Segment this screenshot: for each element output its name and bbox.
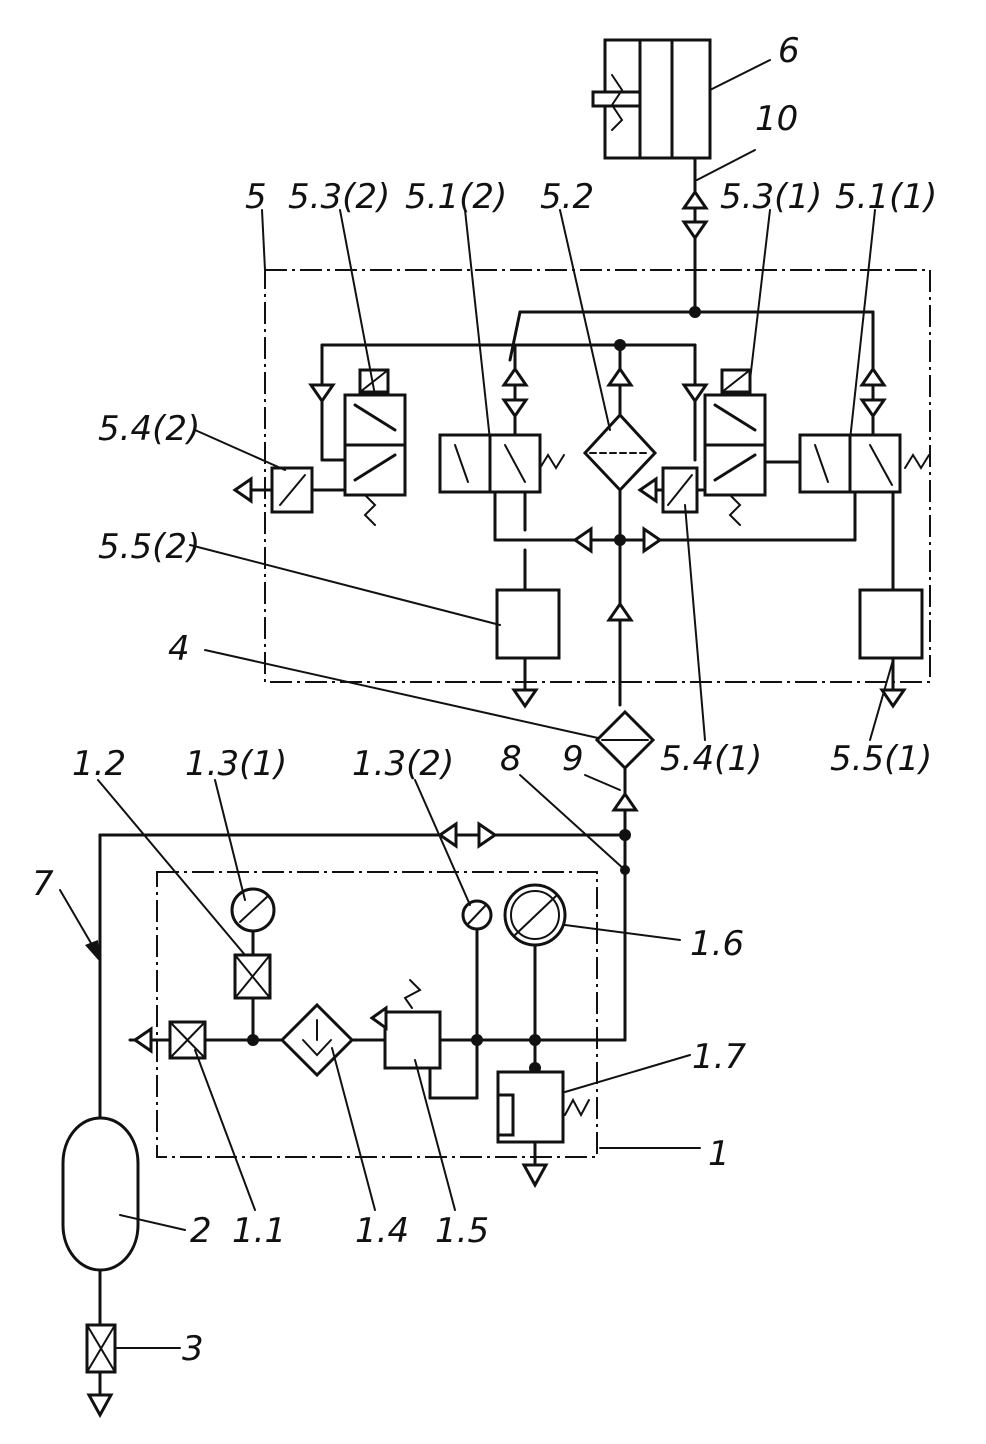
label-9: 9: [562, 739, 584, 779]
unit-1-boundary: [156, 871, 598, 1158]
label-1-5: 1.5: [435, 1211, 489, 1251]
label-5-3-1: 5.3(1): [720, 177, 822, 217]
label-8: 8: [500, 739, 522, 779]
gauge-1-3-1: [230, 887, 276, 933]
label-1-7: 1.7: [692, 1037, 746, 1077]
label-4: 4: [168, 629, 190, 669]
silencer-5-5-2: [495, 588, 561, 709]
valve-5-3-1: [703, 368, 767, 526]
label-5-1-1: 5.1(1): [835, 177, 937, 217]
valve-1-2: [233, 953, 272, 1000]
unit-5-boundary: [264, 269, 931, 683]
label-1-2: 1.2: [72, 744, 126, 784]
label-5-2: 5.2: [540, 177, 594, 217]
label-1-3-1: 1.3(1): [185, 744, 287, 784]
label-1-4: 1.4: [355, 1211, 409, 1251]
actuator-6: [591, 38, 712, 160]
line-7: [98, 821, 627, 1122]
label-2: 2: [190, 1211, 212, 1251]
label-7: 7: [32, 864, 54, 904]
label-3: 3: [182, 1329, 204, 1369]
label-10: 10: [755, 99, 798, 139]
label-5-5-2: 5.5(2): [98, 527, 200, 567]
valve-3: [85, 1323, 117, 1419]
label-1-6: 1.6: [690, 924, 744, 964]
receiver-2: [61, 1116, 140, 1327]
label-1-3-2: 1.3(2): [352, 744, 454, 784]
valve-1-7: [496, 1070, 590, 1189]
label-5: 5: [245, 177, 267, 217]
valve-5-3-2: [343, 368, 407, 526]
label-5-4-1: 5.4(1): [660, 739, 762, 779]
regulator-1-5: [369, 979, 442, 1070]
component-labels: 6 10 5 5.3(2) 5.1(2) 5.2 5.3(1) 5.1(1) 5…: [32, 31, 937, 1369]
valve-1-1: [168, 1020, 207, 1060]
gauge-1-6: [503, 883, 567, 947]
label-1-1: 1.1: [232, 1211, 286, 1251]
label-1: 1: [708, 1134, 730, 1174]
label-6: 6: [778, 31, 800, 71]
filter-4: [594, 709, 656, 771]
filter-1-4: [279, 1002, 355, 1078]
label-5-3-2: 5.3(2): [288, 177, 390, 217]
throttle-5-4-1: [637, 466, 707, 514]
unit-5-piping: [308, 310, 895, 707]
silencer-5-5-1: [858, 588, 924, 709]
label-5-5-1: 5.5(1): [830, 739, 932, 779]
label-5-1-2: 5.1(2): [405, 177, 507, 217]
throttle-5-4-2: [232, 466, 347, 514]
valve-5-1-2: [438, 433, 565, 494]
filter-5-2: [582, 412, 658, 493]
gauge-1-3-2: [461, 899, 493, 931]
valve-5-1-1: [798, 433, 930, 494]
leader-lines: [59, 59, 894, 1349]
label-5-4-2: 5.4(2): [98, 409, 200, 449]
